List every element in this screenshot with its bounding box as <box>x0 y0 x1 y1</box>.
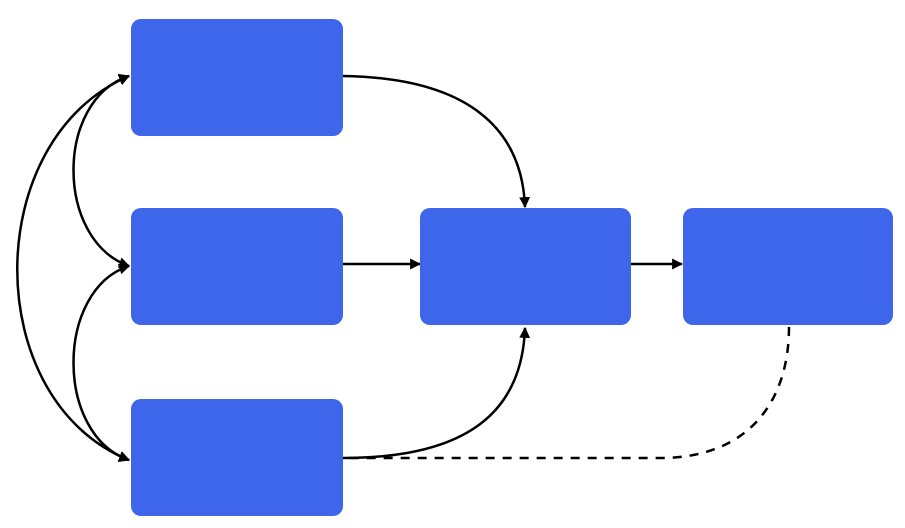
edge-a-c-bidirectional <box>16 74 131 462</box>
node-box <box>420 208 631 325</box>
node-box <box>131 208 343 325</box>
edges-layer <box>16 73 791 463</box>
nodes-layer <box>131 19 893 516</box>
node-box <box>131 19 343 136</box>
edge-a-to-d <box>342 74 531 209</box>
node-box <box>683 208 893 325</box>
edge-e-to-c-dashed <box>343 326 791 460</box>
node-box <box>131 399 343 516</box>
edge-a-b-bidirectional <box>72 73 131 268</box>
edge-c-to-d <box>342 326 531 460</box>
edge-b-c-bidirectional <box>72 263 131 463</box>
